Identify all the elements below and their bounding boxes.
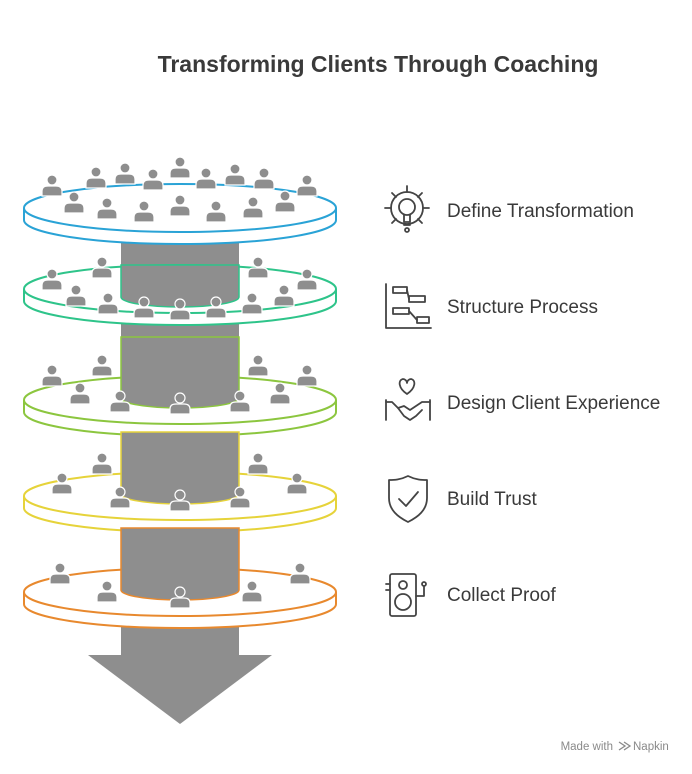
credit-badge[interactable]: Made with Napkin	[561, 741, 669, 753]
step-label-design-client-experience: Design Client Experience	[447, 393, 660, 414]
layer-define-transformation	[23, 156, 337, 245]
gantt-chart-icon	[385, 283, 432, 329]
step-label-structure-process: Structure Process	[447, 297, 598, 318]
step-label-collect-proof: Collect Proof	[447, 585, 556, 606]
step-label-build-trust: Build Trust	[447, 489, 537, 510]
down-arrow-head	[88, 655, 272, 724]
speaker-camera-icon	[385, 573, 427, 617]
napkin-logo-icon	[618, 741, 632, 751]
layer-design-client-experience	[23, 336, 337, 437]
layer-build-trust	[23, 431, 337, 533]
handshake-heart-icon	[385, 378, 431, 421]
diagram-title: Transforming Clients Through Coaching	[158, 51, 599, 77]
layer-collect-proof	[23, 527, 337, 629]
lightbulb-gear-icon	[384, 185, 430, 233]
layer-structure-process	[23, 256, 337, 326]
napkin-brand-text: Napkin	[633, 741, 669, 753]
shield-check-icon	[388, 475, 428, 523]
step-label-define-transformation: Define Transformation	[447, 201, 634, 222]
made-with-text: Made with	[561, 741, 613, 753]
